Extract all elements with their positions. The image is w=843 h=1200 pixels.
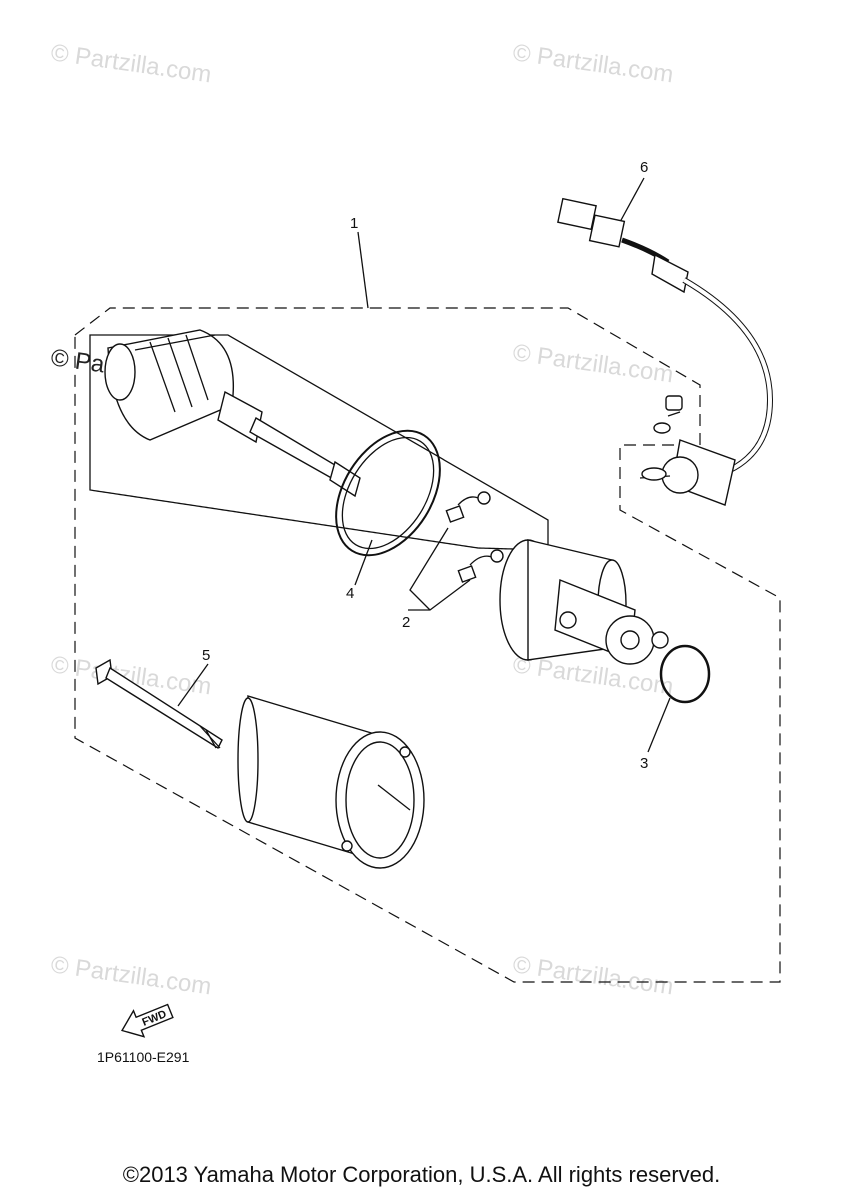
lead-wire <box>557 197 774 506</box>
fwd-arrow-icon: FWD <box>120 1003 174 1038</box>
callout-4: 4 <box>346 585 354 602</box>
callout-6: 6 <box>640 159 648 176</box>
callout-2: 2 <box>402 614 410 631</box>
end-housing <box>499 539 669 665</box>
assembly-outline <box>74 307 781 983</box>
yoke <box>237 695 425 869</box>
watermark: © Partzilla.com <box>49 951 213 1000</box>
watermark: © Partzilla.com <box>49 39 213 88</box>
o-ring <box>659 644 711 704</box>
leader-lines <box>177 177 671 753</box>
callout-3: 3 <box>640 755 648 772</box>
watermark: © Partzilla.com <box>511 951 675 1000</box>
callout-5: 5 <box>202 647 210 664</box>
watermark: © Partzilla.com <box>511 339 675 388</box>
watermark: © Partzilla.com <box>511 39 675 88</box>
armature <box>89 329 549 551</box>
brush-set <box>445 491 504 583</box>
copyright-notice: ©2013 Yamaha Motor Corporation, U.S.A. A… <box>122 1162 721 1187</box>
gasket-ring <box>335 429 441 557</box>
through-bolt <box>95 658 223 750</box>
screw <box>653 395 683 434</box>
diagram-code: 1P61100-E291 <box>97 1049 190 1065</box>
callout-1: 1 <box>350 215 358 232</box>
